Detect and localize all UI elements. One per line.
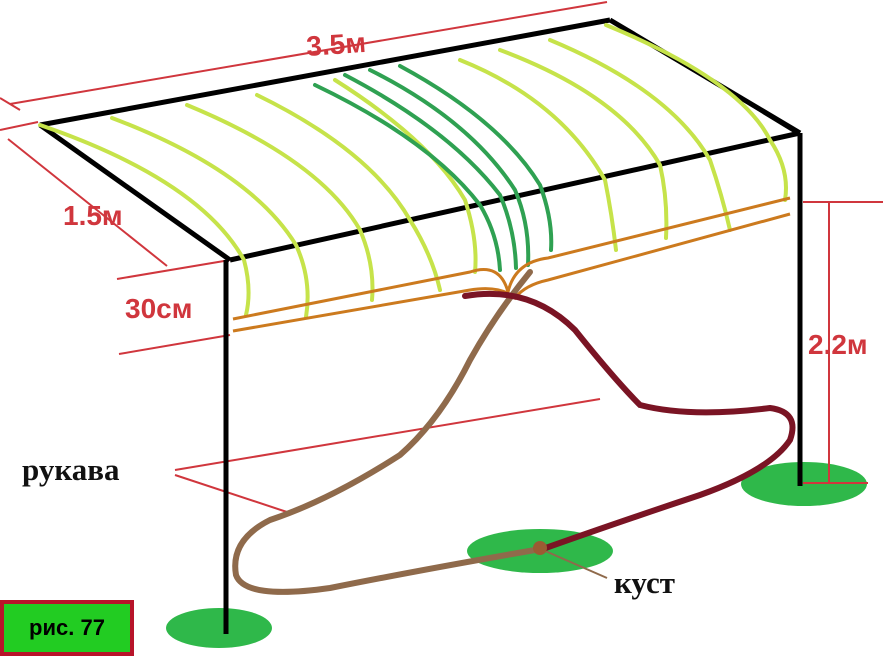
drop-dimension-line-bottom: [118, 334, 231, 355]
branch-light-4: [255, 93, 442, 292]
height-label: 2.2м: [808, 329, 868, 360]
drop-label: 30см: [125, 293, 192, 324]
light-branches: [38, 23, 788, 319]
bush-leader: [542, 549, 608, 579]
branch-light-9: [333, 78, 478, 274]
support-wires: [232, 196, 791, 333]
branch-light-7: [548, 38, 732, 232]
figure-badge-label: рис. 77: [29, 615, 105, 640]
branch-dark-3: [368, 68, 531, 267]
branch-dark-4: [398, 64, 554, 252]
sleeve-dark: [462, 290, 796, 553]
branch-dark-2: [343, 73, 518, 270]
branch-light-6: [498, 48, 669, 240]
width-label: 3.5м: [305, 27, 367, 62]
trellis-frame: [38, 17, 803, 634]
sleeve-brown: [232, 269, 538, 595]
depth-dimension-line: [7, 138, 168, 267]
frame-back-beam: [39, 17, 611, 128]
sleeves-label: рукава: [22, 452, 120, 487]
frame-left-side-beam: [38, 122, 232, 263]
branch-light-5: [458, 58, 618, 252]
depth-label: 1.5м: [63, 200, 123, 231]
branch-dark-1: [313, 83, 502, 272]
drop-dimension-line-top: [116, 259, 231, 280]
figure-badge: рис. 77: [0, 600, 134, 656]
dimension-lines: [0, 1, 883, 514]
sleeves-leader-upper: [174, 398, 601, 471]
dark-branches: [313, 64, 554, 272]
bush-label: куст: [614, 565, 675, 600]
branch-light-1: [38, 123, 251, 317]
ground-patch-left: [166, 608, 272, 648]
width-tick-left: [0, 97, 21, 111]
bush-marker: [533, 541, 547, 555]
branch-light-3: [185, 103, 375, 302]
sleeves-leader-lower: [174, 474, 291, 514]
branch-light-8: [604, 23, 788, 202]
depth-dimension-line-upper: [0, 121, 39, 131]
width-dimension-line: [9, 1, 608, 105]
branch-light-2: [110, 116, 310, 319]
